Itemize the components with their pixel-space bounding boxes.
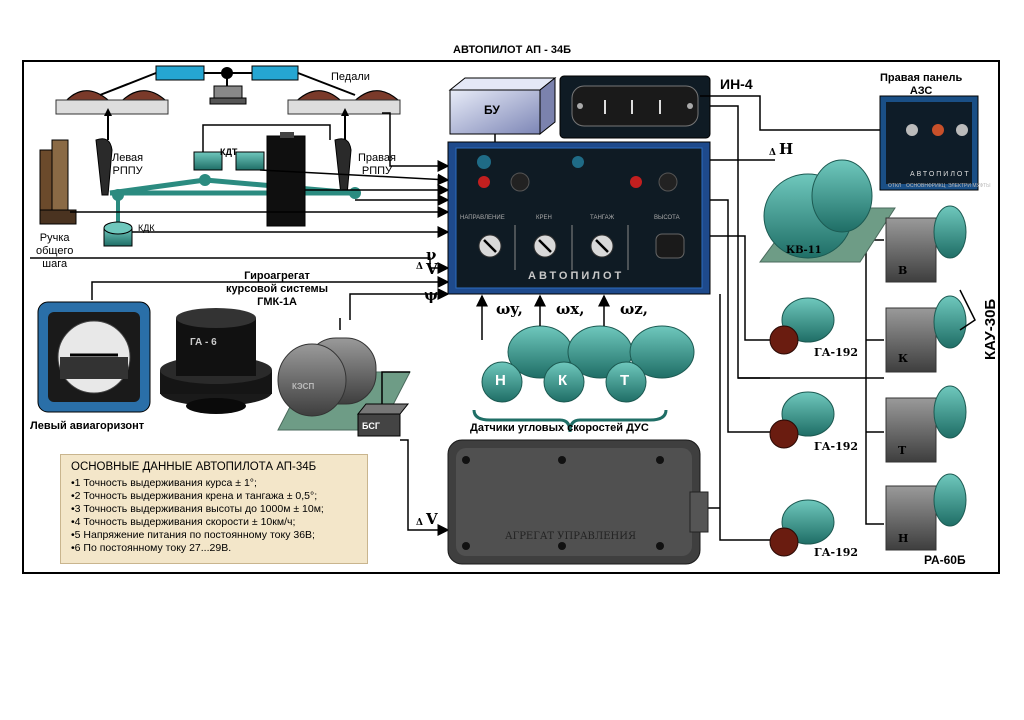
panel-channel-1: НАПРАВЛЕНИЕ [460,215,505,221]
pedals-assembly [55,65,401,140]
ga192-label-1: ГА-192 [814,346,859,359]
ga6-unit [160,308,272,414]
sensors-label: Датчики угловых скоростей ДУС [470,422,649,434]
azs-panel [879,95,979,191]
azs-label-3: ФРИКЦ [928,183,946,189]
spec-item: •6 По постоянному току 27...29В. [71,542,232,554]
left-rppu-label: Левая РППУ [112,152,144,177]
dus-letter-2: К [558,372,568,389]
left-horizon-label: Левый авиагоризонт [30,420,145,432]
ga192-label-3: ГА-192 [814,546,859,559]
azs-name-label: АВТОПИЛОТ [910,171,971,178]
collective-label: Ручка общего шага [36,232,74,270]
spec-item: •4 Точность выдерживания скорости ± 10км… [71,516,296,528]
gyro-label: Гироагрегат курсовой системы ГМК-1А [226,270,329,308]
diagram-title: АВТОПИЛОТ АП - 34Б [453,44,571,56]
specs-header: ОСНОВНЫЕ ДАННЫЕ АВТОПИЛОТА АП-34Б [71,461,317,473]
azs-label-2: ОСНОВН [906,183,928,189]
collective-lever [39,139,77,225]
control-linkage [103,124,361,247]
spec-item: •2 Точность выдерживания крена и тангажа… [71,490,318,502]
left-signal-lines [30,112,450,320]
kau-unit-3: Т [898,444,907,457]
spec-item: •3 Точность выдерживания высоты до 1000м… [71,503,324,515]
kdt-label: КДТ [220,147,238,157]
omega-y-symbol: ωy, [496,300,523,318]
bsg-unit [356,371,450,536]
control-aggregate-label: АГРЕГАТ УПРАВЛЕНИЯ [505,531,637,542]
spec-item: •1 Точность выдерживания курса ± 1°; [71,477,257,489]
spec-item: •5 Напряжение питания по постоянному ток… [71,529,315,541]
diagram-frame [22,60,1000,574]
panel-channel-4: ВЫСОТА [654,215,680,221]
right-rppu-stick [334,138,352,196]
panel-channel-2: КРЕН [536,215,552,221]
kau-label: КАУ-30Б [982,298,999,360]
dv-bottom-symbol: V [426,510,438,528]
autopilot-specs-box: ОСНОВНЫЕ ДАННЫЕ АВТОПИЛОТА АП-34Б •1 Точ… [60,454,368,564]
ra-label: РА-60Б [924,553,966,567]
left-rppu-stick [95,138,113,196]
omega-x-symbol: ωx, [556,300,585,318]
kesp-label: КЭСП [292,382,315,391]
dus-letter-1: Н [495,372,506,389]
autopilot-control-panel [447,141,711,295]
nu-symbol: ν [426,246,437,264]
in4-indicator [559,75,711,139]
pedals-label: Педали [331,71,370,83]
panel-name-label: АВТОПИЛОТ [528,270,625,282]
in4-label: ИН-4 [720,76,753,92]
kv11-unit [759,159,896,263]
bsg-label: БСГ [362,421,380,431]
dus-letter-3: Т [620,372,630,389]
ga192-gyros [769,297,835,557]
dv-top-symbol: V [426,260,438,278]
kau-unit-2: К [898,352,909,365]
azs-label-4: ЭЛЕКТРИ МУФТЫ [948,183,991,189]
kau-units [885,205,976,551]
panel-channel-3: ТАНГАЖ [590,215,615,221]
dh-symbol: H [779,140,794,158]
control-aggregate [447,439,709,565]
left-attitude-indicator [37,301,151,413]
delta-v-bottom-delta: Δ [416,518,423,528]
right-panel-label: Правая панель АЗС [880,72,963,97]
bu-box [448,76,557,146]
right-rppu-label: Правая РППУ [358,152,396,177]
ga6-label: ГА - 6 [190,337,217,348]
kau-unit-4: Н [898,532,909,545]
delta-v-top-delta: Δ [416,262,423,272]
kau-unit-1: В [898,264,908,277]
omega-z-symbol: ωz, [620,300,649,318]
kdk-label: КДК [138,223,155,233]
delta-h-delta: Δ [769,148,776,158]
azs-label-1: ОТКЛ [888,183,902,189]
dus-sensors [472,294,695,433]
psi-symbol: ψ [424,286,439,304]
bu-label: БУ [484,103,500,117]
ga192-label-2: ГА-192 [814,440,859,453]
kv11-label: КВ-11 [786,245,822,256]
